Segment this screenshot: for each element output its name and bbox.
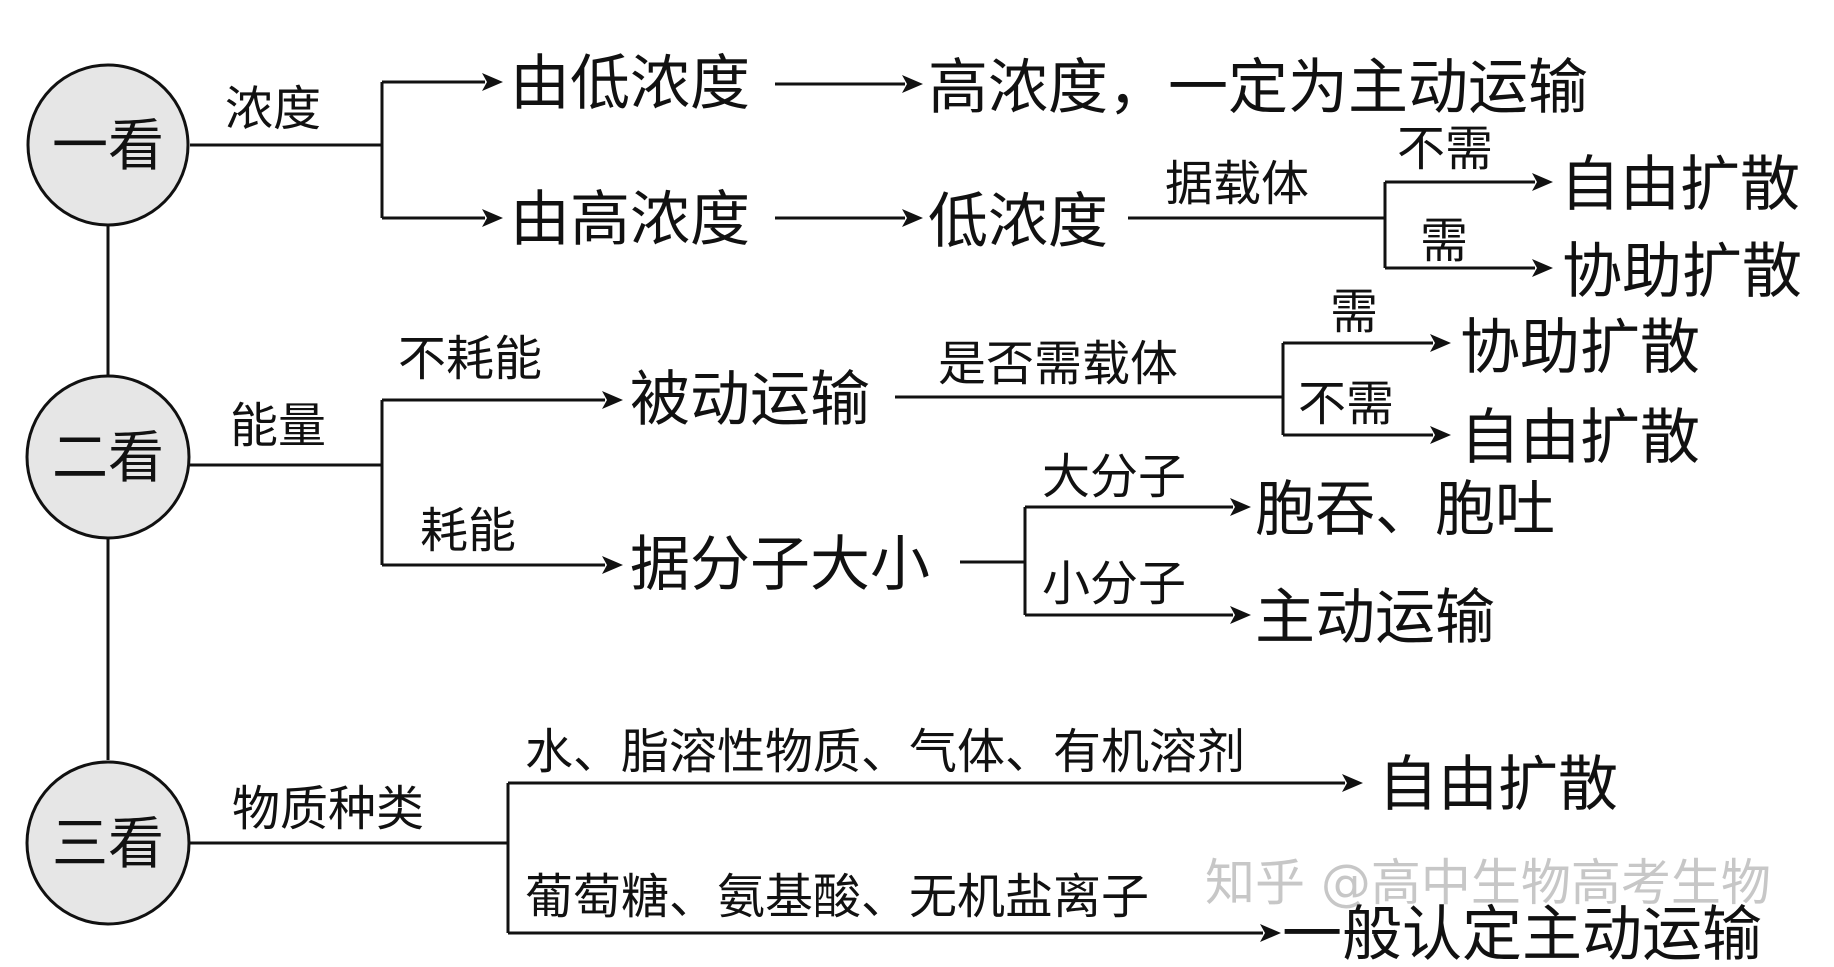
arrowhead: [482, 209, 503, 227]
node-passive-transport: 被动运输: [630, 365, 870, 435]
node-free-diffusion-2: 自由扩散: [1460, 403, 1700, 473]
label-need-2: 需: [1330, 284, 1378, 340]
label-no-need-2: 不需: [1298, 376, 1394, 432]
node-from-low-concentration: 由低浓度: [510, 49, 750, 119]
node-by-molecule-size: 据分子大小: [630, 530, 930, 600]
label-no-energy: 不耗能: [398, 331, 542, 387]
arrowhead: [1230, 498, 1251, 516]
watermark-text: 知乎 @高中生物高考生物: [1205, 854, 1771, 912]
node-facilitated-diffusion-2: 协助扩散: [1460, 313, 1700, 383]
arrowhead: [1342, 774, 1363, 792]
arrowhead: [1260, 924, 1281, 942]
label-large-molecule: 大分子: [1042, 449, 1186, 505]
node-free-diffusion-3: 自由扩散: [1378, 750, 1618, 820]
circle-third-label: 三看: [52, 812, 164, 877]
node-from-high-concentration: 由高浓度: [510, 185, 750, 255]
label-need-1: 需: [1420, 213, 1468, 269]
node-active-transport-1: 主动运输: [1255, 583, 1495, 653]
arrowhead: [902, 209, 923, 227]
circle-first-look: 一看: [26, 63, 190, 227]
node-endocytosis-exocytosis: 胞吞、胞吐: [1255, 475, 1555, 545]
label-carrier: 据载体: [1165, 156, 1309, 212]
circle-first-label: 一看: [52, 114, 164, 179]
circle-second-look: 二看: [25, 374, 191, 540]
arrowhead: [1230, 606, 1251, 624]
node-low-concentration: 低浓度: [928, 187, 1108, 257]
node-high-concentration-active: 高浓度，一定为主动运输: [928, 53, 1588, 123]
label-substance-type: 物质种类: [232, 781, 424, 837]
arrowhead: [1430, 334, 1451, 352]
arrowhead: [602, 391, 623, 409]
arrowhead: [1532, 259, 1553, 277]
label-small-molecule: 小分子: [1042, 556, 1186, 612]
node-facilitated-diffusion-1: 协助扩散: [1562, 237, 1802, 307]
arrowhead: [602, 556, 623, 574]
label-free-group: 水、脂溶性物质、气体、有机溶剂: [525, 724, 1245, 780]
label-uses-energy: 耗能: [420, 503, 516, 559]
arrowhead: [1430, 426, 1451, 444]
label-concentration: 浓度: [225, 81, 321, 137]
label-active-group: 葡萄糖、氨基酸、无机盐离子: [525, 869, 1149, 925]
node-free-diffusion-1: 自由扩散: [1560, 150, 1800, 220]
arrowhead: [482, 73, 503, 91]
label-energy: 能量: [230, 398, 326, 454]
node-active-transport-2: 一般认定主动运输: [1282, 900, 1762, 967]
label-need-carrier: 是否需载体: [938, 336, 1178, 392]
arrowhead: [902, 75, 923, 93]
circle-third-look: 三看: [25, 760, 191, 926]
circle-second-label: 二看: [52, 426, 164, 491]
arrowhead: [1532, 173, 1553, 191]
label-no-need-1: 不需: [1397, 121, 1493, 177]
